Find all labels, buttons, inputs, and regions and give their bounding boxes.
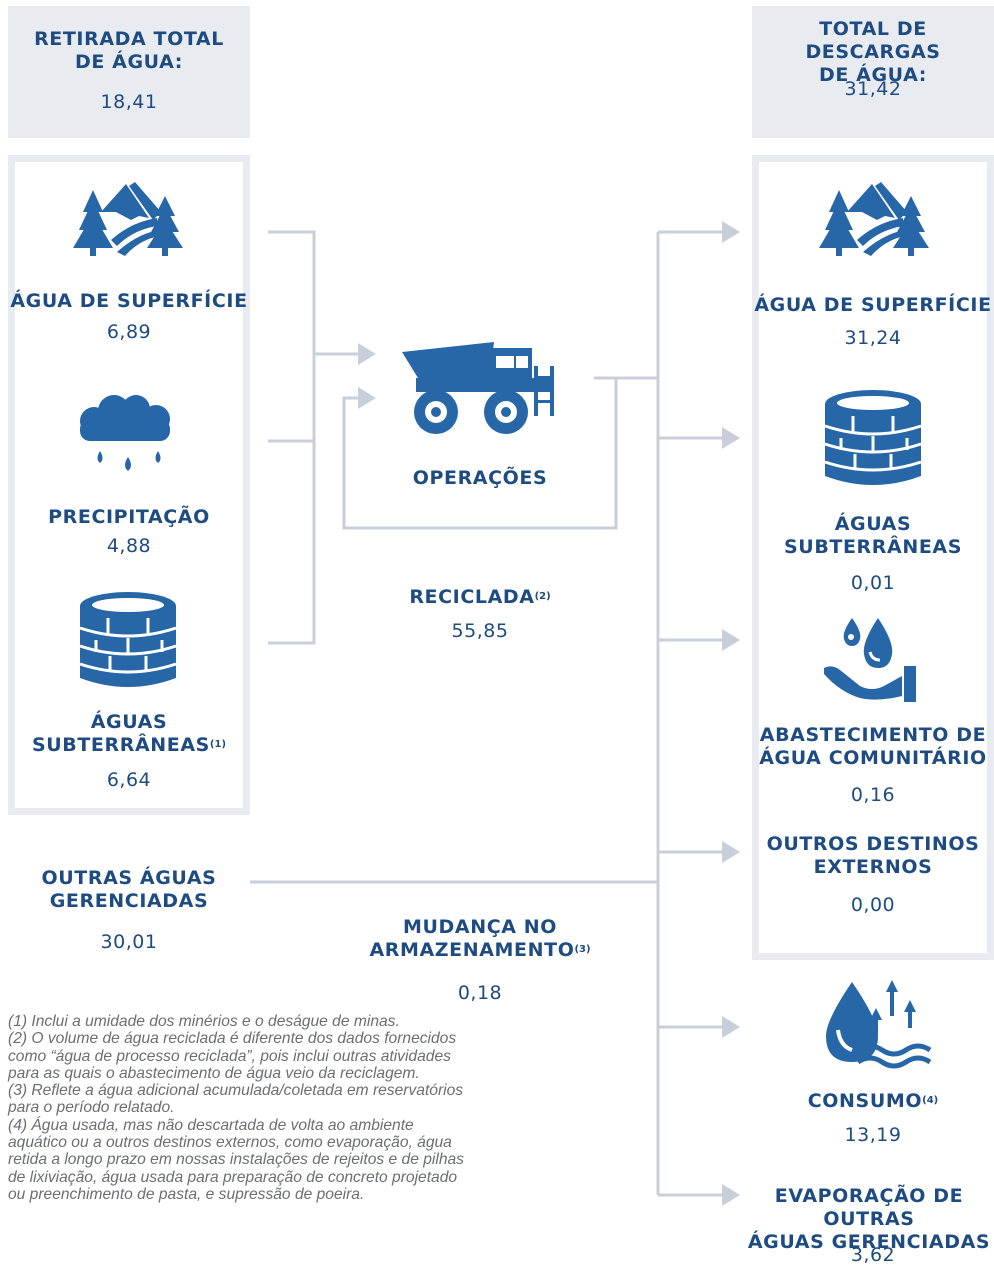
withdrawal-precip-value: 4,88 [106, 535, 152, 557]
mountain-forest-icon [73, 182, 183, 256]
other-managed-label: OUTRAS ÁGUAS GERENCIADAS [8, 867, 250, 913]
evaporation-value: 3,62 [850, 1244, 896, 1266]
recycled-footnote-ref: (2) [534, 591, 551, 602]
discharge-surface-label: ÁGUA DE SUPERFÍCIE [754, 294, 992, 316]
discharge-total-panel [752, 6, 994, 138]
withdrawal-total-value: 18,41 [100, 91, 158, 113]
withdrawal-ground-label-line1: ÁGUAS [90, 711, 168, 733]
discharge-ground-label-line1: ÁGUAS [834, 513, 912, 535]
recycled-label: RECICLADA(2) [380, 586, 580, 609]
discharge-header-line2: DE ÁGUA: [819, 64, 927, 86]
external-dest-value: 0,00 [850, 894, 896, 916]
withdrawal-surface-value: 6,89 [106, 321, 152, 343]
evaporation-label-line2: ÁGUAS GERENCIADAS [747, 1231, 991, 1253]
discharge-destinations-box [752, 155, 994, 960]
other-managed-label-line1: OUTRAS ÁGUAS [41, 867, 217, 889]
external-dest-label-line1: OUTROS DESTINOS [766, 833, 980, 855]
recycled-value: 55,85 [451, 620, 509, 642]
operations-label: OPERAÇÕES [412, 467, 548, 489]
storage-change-label-line1: MUDANÇA NO [402, 916, 558, 938]
footnote-1: (1) Inclui a umidade dos minérios e o de… [8, 1013, 400, 1030]
footnote-2: (2) O volume de água reciclada é diferen… [8, 1030, 457, 1082]
discharge-ground-label-line2: SUBTERRÂNEAS [784, 536, 962, 558]
community-supply-label: ABASTECIMENTO DE ÁGUA COMUNITÁRIO [752, 724, 994, 770]
withdrawal-header-line1: RETIRADA TOTAL [34, 28, 224, 50]
withdrawal-header: RETIRADA TOTAL DE ÁGUA: [8, 28, 250, 74]
consumption-footnote-ref: (4) [922, 1095, 939, 1106]
withdrawal-ground-footnote-ref: (1) [209, 739, 227, 750]
haul-truck-icon [402, 342, 554, 434]
withdrawal-sources-box [8, 155, 250, 815]
withdrawal-ground-label-line2: SUBTERRÂNEAS [31, 734, 210, 756]
water-tank-icon [79, 592, 177, 687]
evaporation-label: EVAPORAÇÃO DE OUTRAS ÁGUAS GERENCIADAS [744, 1185, 994, 1254]
discharge-header-line1: TOTAL DE DESCARGAS [805, 18, 941, 63]
storage-change-label: MUDANÇA NO ARMAZENAMENTO(3) [350, 916, 610, 962]
other-managed-value: 30,01 [100, 931, 158, 953]
recycled-label-text: RECICLADA [409, 586, 535, 608]
withdrawal-surface-label: ÁGUA DE SUPERFÍCIE [10, 290, 248, 312]
discharge-ground-label: ÁGUAS SUBTERRÂNEAS [752, 513, 994, 559]
discharge-total-value: 31,42 [844, 78, 902, 100]
discharge-header: TOTAL DE DESCARGAS DE ÁGUA: [752, 18, 994, 87]
mountain-forest-icon [819, 182, 929, 256]
withdrawal-ground-label: ÁGUAS SUBTERRÂNEAS(1) [8, 711, 250, 757]
other-managed-label-line2: GERENCIADAS [49, 890, 209, 912]
withdrawal-header-line2: DE ÁGUA: [75, 51, 183, 73]
consumption-label: CONSUMO(4) [752, 1090, 994, 1113]
withdrawal-ground-value: 6,64 [106, 769, 152, 791]
external-dest-label-line2: EXTERNOS [813, 856, 933, 878]
community-supply-label-line2: ÁGUA COMUNITÁRIO [759, 747, 987, 769]
evaporation-drop-icon [826, 980, 932, 1069]
community-supply-label-line1: ABASTECIMENTO DE [759, 724, 987, 746]
water-tank-icon [824, 390, 922, 485]
storage-change-label-line2: ARMAZENAMENTO [369, 939, 575, 961]
rain-cloud-icon [80, 395, 170, 471]
withdrawal-precip-label: PRECIPITAÇÃO [48, 506, 210, 528]
evaporation-label-line1: EVAPORAÇÃO DE OUTRAS [774, 1185, 964, 1230]
community-supply-value: 0,16 [850, 784, 896, 806]
withdrawal-total-panel [8, 6, 250, 138]
storage-change-value: 0,18 [457, 982, 503, 1004]
consumption-value: 13,19 [844, 1124, 902, 1146]
external-dest-label: OUTROS DESTINOS EXTERNOS [752, 833, 994, 879]
footnote-4: (4) Água usada, mas não descartada de vo… [8, 1116, 464, 1203]
footnotes: (1) Inclui a umidade dos minérios e o de… [8, 1013, 598, 1203]
consumption-label-text: CONSUMO [807, 1090, 923, 1112]
footnote-3: (3) Reflete a água adicional acumulada/c… [8, 1082, 464, 1117]
discharge-ground-value: 0,01 [850, 572, 896, 594]
discharge-surface-value: 31,24 [844, 327, 902, 349]
storage-footnote-ref: (3) [574, 944, 591, 955]
hand-water-drops-icon [824, 618, 916, 702]
